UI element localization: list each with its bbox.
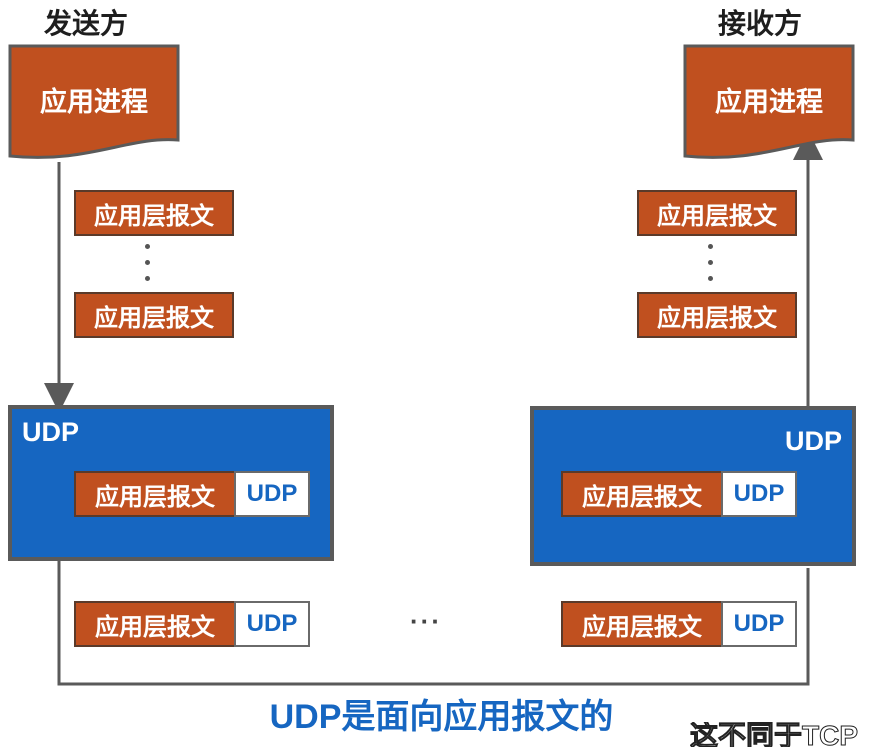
- sender-title: 发送方: [44, 8, 129, 39]
- datagram-udp-header: UDP: [721, 471, 797, 517]
- channel-datagram-right: 应用层报文 UDP: [561, 601, 797, 647]
- receiver-title: 接收方: [718, 8, 803, 39]
- channel-datagram-left: 应用层报文 UDP: [74, 601, 310, 647]
- sender-document-shape: [8, 44, 180, 159]
- datagram-message: 应用层报文: [74, 471, 234, 517]
- cut-subtitle: 这不同于TCP: [690, 722, 859, 747]
- datagram-message: 应用层报文: [561, 601, 721, 647]
- receiver-message-1: 应用层报文: [637, 190, 797, 236]
- datagram-udp-header: UDP: [234, 601, 310, 647]
- sender-dot: [145, 244, 150, 249]
- sender-message-2: 应用层报文: [74, 292, 234, 338]
- receiver-process-document: 应用进程: [683, 44, 855, 168]
- receiver-dot: [708, 244, 713, 249]
- sender-message-1: 应用层报文: [74, 190, 234, 236]
- datagram-udp-header: UDP: [234, 471, 310, 517]
- receiver-message-2: 应用层报文: [637, 292, 797, 338]
- receiver-dot: [708, 276, 713, 281]
- receiver-udp-datagram: 应用层报文 UDP: [561, 471, 797, 517]
- receiver-process-label: 应用进程: [715, 87, 823, 117]
- receiver-document-shape: [683, 44, 855, 159]
- datagram-message: 应用层报文: [74, 601, 234, 647]
- sender-udp-label: UDP: [22, 417, 80, 447]
- channel-path: [57, 560, 810, 686]
- diagram-caption: UDP是面向应用报文的: [269, 698, 614, 736]
- datagram-message: 应用层报文: [561, 471, 721, 517]
- channel-ellipsis: ···: [410, 606, 442, 636]
- sender-process-label: 应用进程: [40, 87, 148, 117]
- datagram-udp-header: UDP: [721, 601, 797, 647]
- sender-udp-datagram: 应用层报文 UDP: [74, 471, 310, 517]
- sender-process-document: 应用进程: [8, 44, 180, 168]
- sender-dot: [145, 260, 150, 265]
- sender-dot: [145, 276, 150, 281]
- receiver-dot: [708, 260, 713, 265]
- receiver-udp-label: UDP: [784, 426, 842, 456]
